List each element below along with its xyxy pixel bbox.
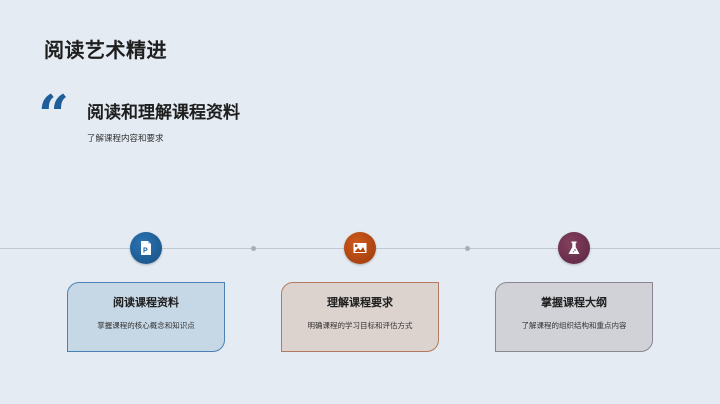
page-title: 阅读艺术精进: [44, 38, 167, 62]
image-icon: [353, 243, 367, 253]
powerpoint-file-icon: P: [141, 241, 151, 255]
quote-icon: “: [38, 83, 69, 147]
card-text: 了解课程的组织结构和重点内容: [521, 321, 627, 330]
section-heading: 阅读和理解课程资料: [87, 103, 240, 123]
step-card-1: 阅读课程资料 掌握课程的核心概念和知识点: [67, 282, 225, 352]
step-card-2: 理解课程要求 明确课程的学习目标和评估方式: [281, 282, 439, 352]
timeline-node-3: [558, 232, 590, 264]
card-text: 明确课程的学习目标和评估方式: [307, 321, 413, 330]
card-title: 掌握课程大纲: [541, 296, 607, 309]
svg-text:P: P: [143, 248, 148, 255]
card-title: 理解课程要求: [327, 296, 393, 309]
flask-icon: [568, 241, 580, 254]
timeline-dot: [465, 246, 470, 251]
step-card-3: 掌握课程大纲 了解课程的组织结构和重点内容: [495, 282, 653, 352]
timeline-dot: [251, 246, 256, 251]
card-title: 阅读课程资料: [113, 296, 179, 309]
card-text: 掌握课程的核心概念和知识点: [97, 321, 195, 330]
section-description: 了解课程内容和要求: [87, 134, 164, 144]
timeline-node-1: P: [130, 232, 162, 264]
timeline-node-2: [344, 232, 376, 264]
